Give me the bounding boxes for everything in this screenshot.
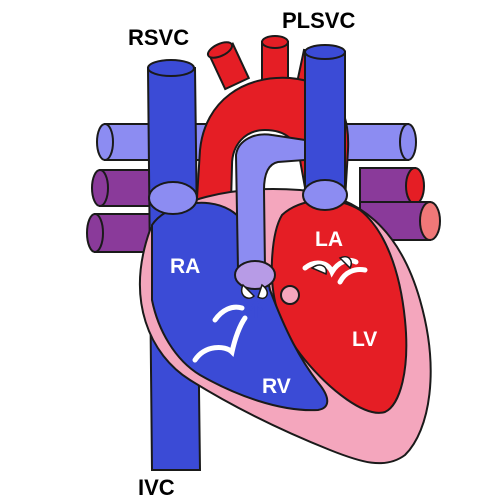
aorta-branch-left-top bbox=[206, 41, 234, 59]
plsvc-tube bbox=[304, 51, 346, 196]
label-plsvc: PLSVC bbox=[282, 8, 355, 33]
label-ra: RA bbox=[170, 255, 200, 278]
label-lv: LV bbox=[352, 328, 377, 351]
label-rsvc: RSVC bbox=[128, 25, 189, 50]
plsvc-bottom-opening bbox=[302, 179, 348, 211]
pulmonary-vein-right-upper-end bbox=[405, 167, 425, 205]
pulmonary-valve-cusp-left bbox=[241, 283, 256, 299]
label-rv: RV bbox=[262, 375, 291, 398]
label-la: LA bbox=[315, 228, 343, 251]
pulmonary-valve-cusps bbox=[241, 256, 352, 299]
tricuspid-valve-leaflet bbox=[212, 304, 245, 323]
flow-arrow-icon bbox=[249, 299, 263, 318]
pulmonary-vein-right-lower-end bbox=[419, 201, 441, 241]
pulmonary-valve-opening bbox=[234, 260, 276, 290]
mitral-valve-leaflet bbox=[337, 267, 368, 285]
label-ivc: IVC bbox=[138, 475, 175, 500]
plsvc bbox=[302, 44, 348, 211]
aorta-branch-mid-top bbox=[261, 35, 289, 49]
pulmonary-trunk-body bbox=[234, 133, 306, 271]
mitral-cusp-2 bbox=[338, 256, 352, 270]
tricuspid-valve bbox=[192, 315, 248, 363]
plsvc-top-opening bbox=[304, 44, 346, 60]
pulmonary-vein-left-upper-end bbox=[91, 169, 109, 207]
pulmonary-trunk bbox=[234, 133, 306, 290]
left-atrium-vein-opening bbox=[280, 285, 300, 305]
mitral-cusp-1 bbox=[310, 264, 328, 276]
pulmonary-valve-cusp-right bbox=[257, 283, 268, 299]
pulmonary-vein-left-lower-end bbox=[86, 213, 104, 253]
pulmonary-artery-right-end bbox=[399, 123, 417, 161]
pulmonary-artery-left-end bbox=[96, 123, 114, 161]
rsvc-inflow-opening bbox=[148, 181, 198, 215]
rsvc-top-opening bbox=[147, 59, 195, 77]
